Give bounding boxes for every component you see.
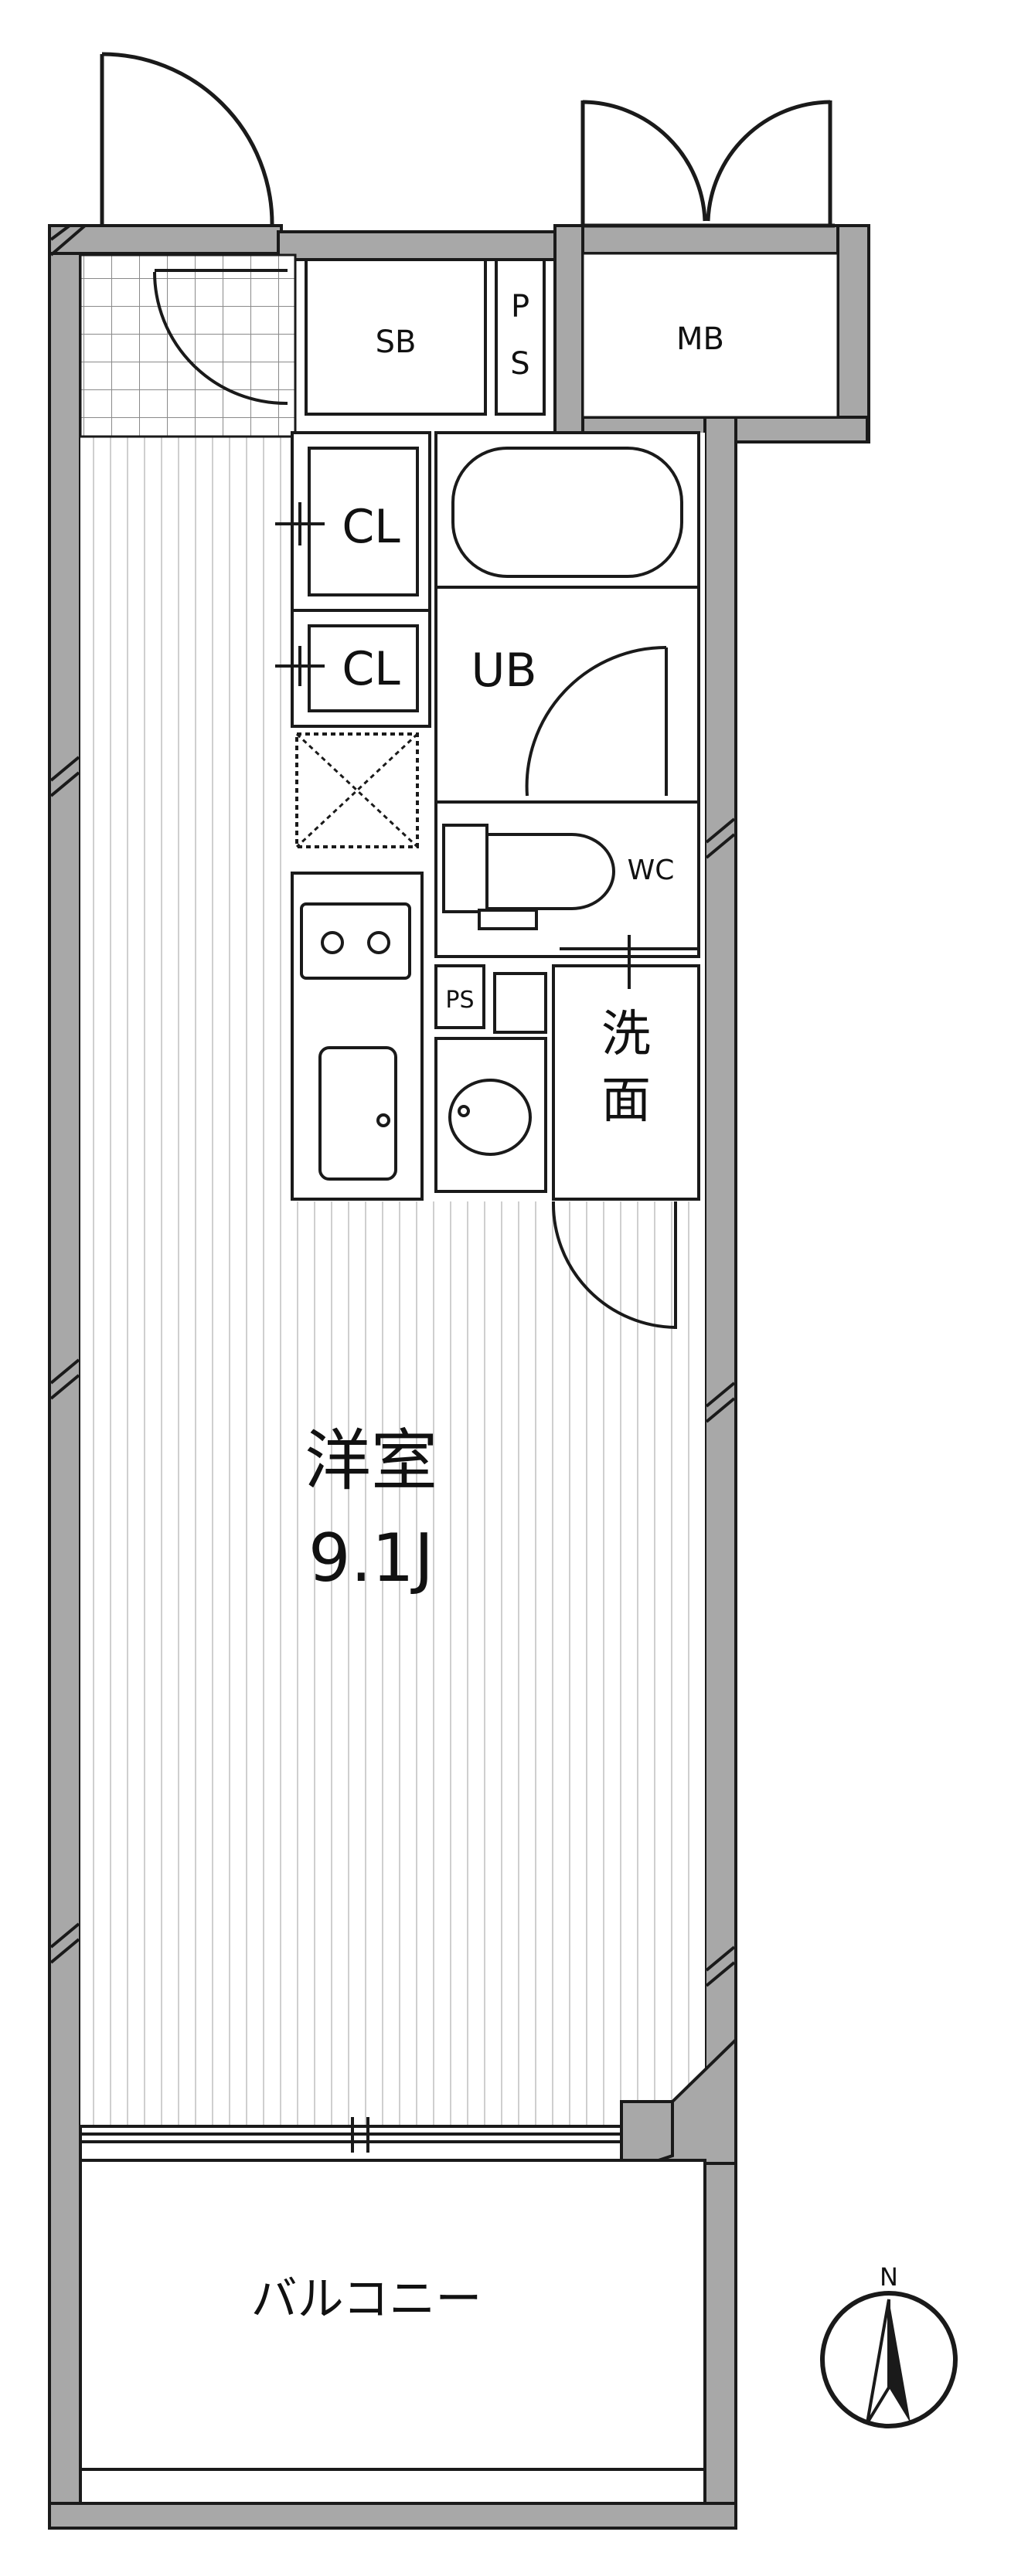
washroom-label-2: 面 <box>601 1072 651 1130</box>
entrance-tile <box>79 253 297 438</box>
toilet-label: WC <box>628 855 675 886</box>
compass-north-label: N <box>880 2262 898 2292</box>
western-room-size: 9.1J <box>308 1520 434 1597</box>
meter-box-label: MB <box>676 321 724 357</box>
balcony <box>79 2159 706 2505</box>
pipe-space-small-label: PS <box>445 987 474 1014</box>
closet-1-label: CL <box>342 500 400 554</box>
compass: N <box>820 2262 958 2428</box>
entry-door <box>100 52 274 226</box>
toilet-room <box>434 800 700 958</box>
meter-box <box>581 252 839 419</box>
washroom-label-1: 洗 <box>601 1006 651 1063</box>
compass-needle <box>889 2299 911 2423</box>
shoe-box-label: SB <box>376 325 417 360</box>
bath-door <box>525 645 668 797</box>
western-room-label: 洋室 <box>305 1422 437 1500</box>
shoe-box <box>305 258 487 416</box>
kitchen-counter <box>291 872 424 1201</box>
balcony-label: バルコニー <box>251 2272 482 2326</box>
unit-bath-label: UB <box>471 644 536 698</box>
washroom-door <box>551 1198 699 1329</box>
meter-box-doors <box>580 100 835 228</box>
closets <box>291 431 431 728</box>
unit-bath <box>434 431 700 804</box>
pipe-space-top-label-p: P <box>511 289 529 325</box>
pipe-space-top-label-s: S <box>510 346 529 382</box>
closet-2-label: CL <box>342 642 400 696</box>
window-marks <box>49 224 736 1987</box>
exterior-walls <box>48 224 870 2530</box>
inner-door <box>153 269 288 406</box>
pipe-space-top <box>495 258 546 416</box>
washroom-area <box>434 964 700 1201</box>
